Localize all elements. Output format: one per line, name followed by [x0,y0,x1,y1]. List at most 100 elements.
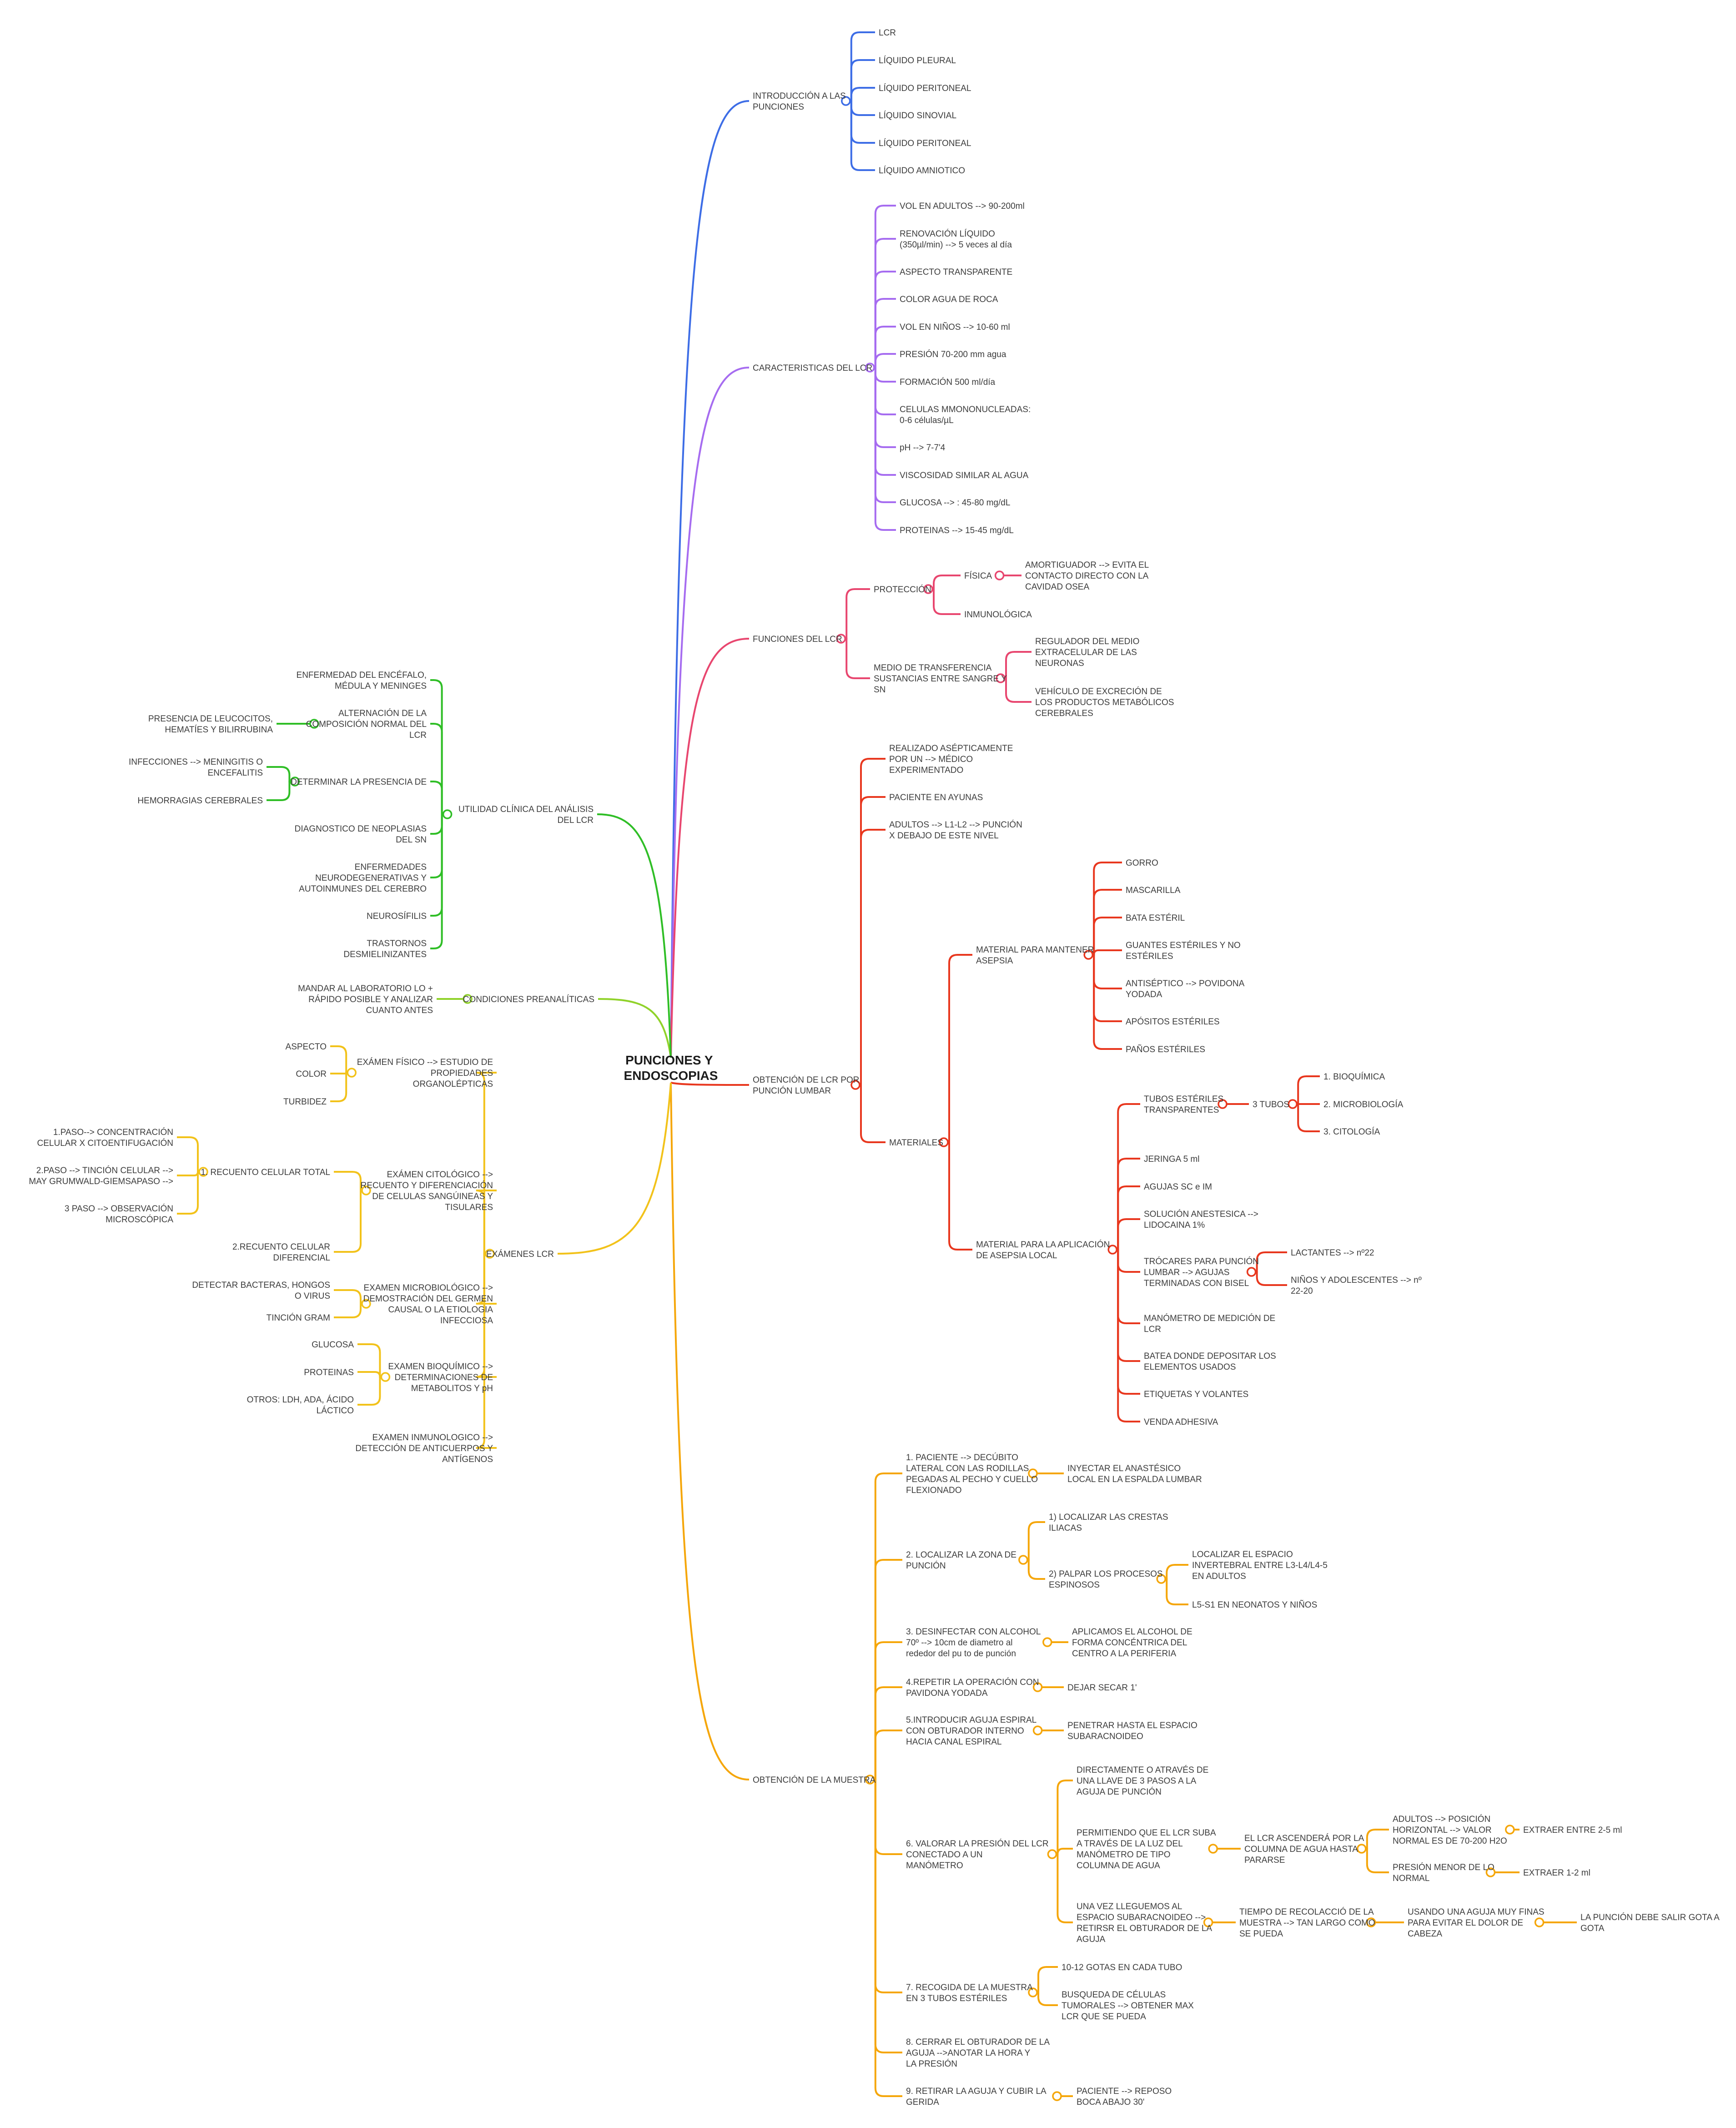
collapse-toggle-icon[interactable] [865,1775,875,1785]
collapse-toggle-icon[interactable] [361,1299,371,1309]
topic-i5[interactable]: LÍQUIDO PERITONEAL [879,139,971,148]
topic-i4[interactable]: LÍQUIDO SINOVIAL [879,111,956,121]
collapse-toggle-icon[interactable] [1357,1844,1367,1854]
topic-o4[interactable]: MATERIALES [889,1138,943,1148]
topic-s6b1a1[interactable]: EXTRAER ENTRE 2-5 ml [1523,1825,1622,1835]
topic-c10[interactable]: VISCOSIDAD SIMILAR AL AGUA [900,471,1029,480]
topic-u1[interactable]: ENFERMEDAD DEL ENCÉFALO,MÉDULA Y MENINGE… [297,671,427,691]
topic-e2[interactable]: EXÁMEN CITOLÓGICO -->RECUENTO Y DIFERENC… [361,1170,493,1212]
topic-e5[interactable]: EXAMEN INMUNOLOGICO -->DETECCIÓN DE ANTI… [355,1433,493,1464]
collapse-toggle-icon[interactable] [1032,1682,1043,1692]
topic-c1[interactable]: VOL EN ADULTOS --> 90-200ml [900,202,1025,211]
collapse-toggle-icon[interactable] [1156,1574,1166,1584]
topic-m2c[interactable]: AGUJAS SC e IM [1144,1182,1212,1192]
collapse-toggle-icon[interactable] [1047,1849,1057,1859]
topic-f1[interactable]: PROTECCIÓN [874,585,931,595]
topic-e1a[interactable]: ASPECTO [286,1042,327,1052]
topic-con1[interactable]: MANDAR AL LABORATORIO LO +RÁPIDO POSIBLE… [298,984,433,1015]
topic-e1b[interactable]: COLOR [296,1069,327,1079]
topic-m2i[interactable]: VENDA ADHESIVA [1144,1417,1218,1427]
topic-o2[interactable]: PACIENTE EN AYUNAS [889,793,983,802]
topic-e3[interactable]: EXAMEN MICROBIOLÓGICO -->DEMOSTRACIÓN DE… [363,1283,493,1326]
topic-c9[interactable]: pH --> 7-7'4 [900,443,946,453]
topic-con[interactable]: CONDICIONES PREANALÍTICAS [463,995,594,1004]
topic-e4a[interactable]: GLUCOSA [312,1340,354,1350]
topic-i3[interactable]: LÍQUIDO PERITONEAL [879,84,971,93]
central-topic[interactable]: PUNCIONES Y ENDOSCOPIAS [624,1053,718,1083]
topic-mue[interactable]: OBTENCIÓN DE LA MUESTRA [753,1775,876,1785]
topic-f1b[interactable]: INMUNOLÓGICA [964,610,1032,620]
topic-fun[interactable]: FUNCIONES DEL LCR [753,635,842,644]
topic-e1c[interactable]: TURBIDEZ [283,1097,327,1107]
topic-i6[interactable]: LÍQUIDO AMNIOTICO [879,166,965,176]
topic-u2a[interactable]: PRESENCIA DE LEUCOCITOS,HEMATÍES Y BILIR… [148,714,273,735]
topic-e4b[interactable]: PROTEINAS [304,1368,354,1377]
topic-s4a[interactable]: DEJAR SECAR 1' [1067,1683,1137,1693]
topic-f1a[interactable]: FÍSICA [964,571,992,581]
topic-c8[interactable]: CELULAS MMONONUCLEADAS:0-6 células/µL [900,405,1031,425]
topic-e3b[interactable]: TINCIÓN GRAM [267,1313,330,1323]
topic-m1f[interactable]: APÓSITOS ESTÉRILES [1126,1017,1220,1027]
collapse-toggle-icon[interactable] [1505,1825,1515,1835]
topic-exa[interactable]: EXÁMENES LCR [486,1250,554,1259]
collapse-toggle-icon[interactable] [1203,1917,1213,1927]
topic-c6[interactable]: PRESIÓN 70-200 mm agua [900,349,1006,359]
collapse-toggle-icon[interactable] [442,809,453,819]
topic-m2e1[interactable]: LACTANTES --> nº22 [1291,1248,1374,1258]
collapse-toggle-icon[interactable] [1366,1917,1376,1927]
collapse-toggle-icon[interactable] [994,570,1005,580]
collapse-toggle-icon[interactable] [841,96,851,106]
topic-c3[interactable]: ASPECTO TRANSPARENTE [900,267,1012,277]
topic-c2[interactable]: RENOVACIÓN LÍQUIDO(350µl/min) --> 5 vece… [900,229,1012,250]
collapse-toggle-icon[interactable] [1083,950,1093,960]
collapse-toggle-icon[interactable] [1485,1867,1496,1877]
topic-m2a1b[interactable]: 2. MICROBIOLOGÍA [1323,1100,1404,1109]
collapse-toggle-icon[interactable] [1218,1099,1228,1109]
collapse-toggle-icon[interactable] [1534,1917,1545,1927]
topic-m2a1c[interactable]: 3. CITOLOGÍA [1323,1127,1380,1137]
collapse-toggle-icon[interactable] [290,777,300,787]
topic-m2d[interactable]: SOLUCIÓN ANESTESICA -->LIDOCAINA 1% [1144,1209,1258,1230]
topic-c4[interactable]: COLOR AGUA DE ROCA [900,295,998,304]
topic-u3b[interactable]: HEMORRAGIAS CEREBRALES [137,796,263,806]
topic-u3[interactable]: DETERMINAR LA PRESENCIA DE [291,777,427,787]
collapse-toggle-icon[interactable] [361,1185,371,1195]
topic-m1b[interactable]: MASCARILLA [1126,886,1181,895]
topic-u6[interactable]: NEUROSÍFILIS [367,912,427,921]
topic-m2h[interactable]: ETIQUETAS Y VOLANTES [1144,1390,1248,1399]
topic-c12[interactable]: PROTEINAS --> 15-45 mg/dL [900,526,1014,535]
collapse-toggle-icon[interactable] [1208,1844,1218,1854]
collapse-toggle-icon[interactable] [1052,2091,1062,2101]
